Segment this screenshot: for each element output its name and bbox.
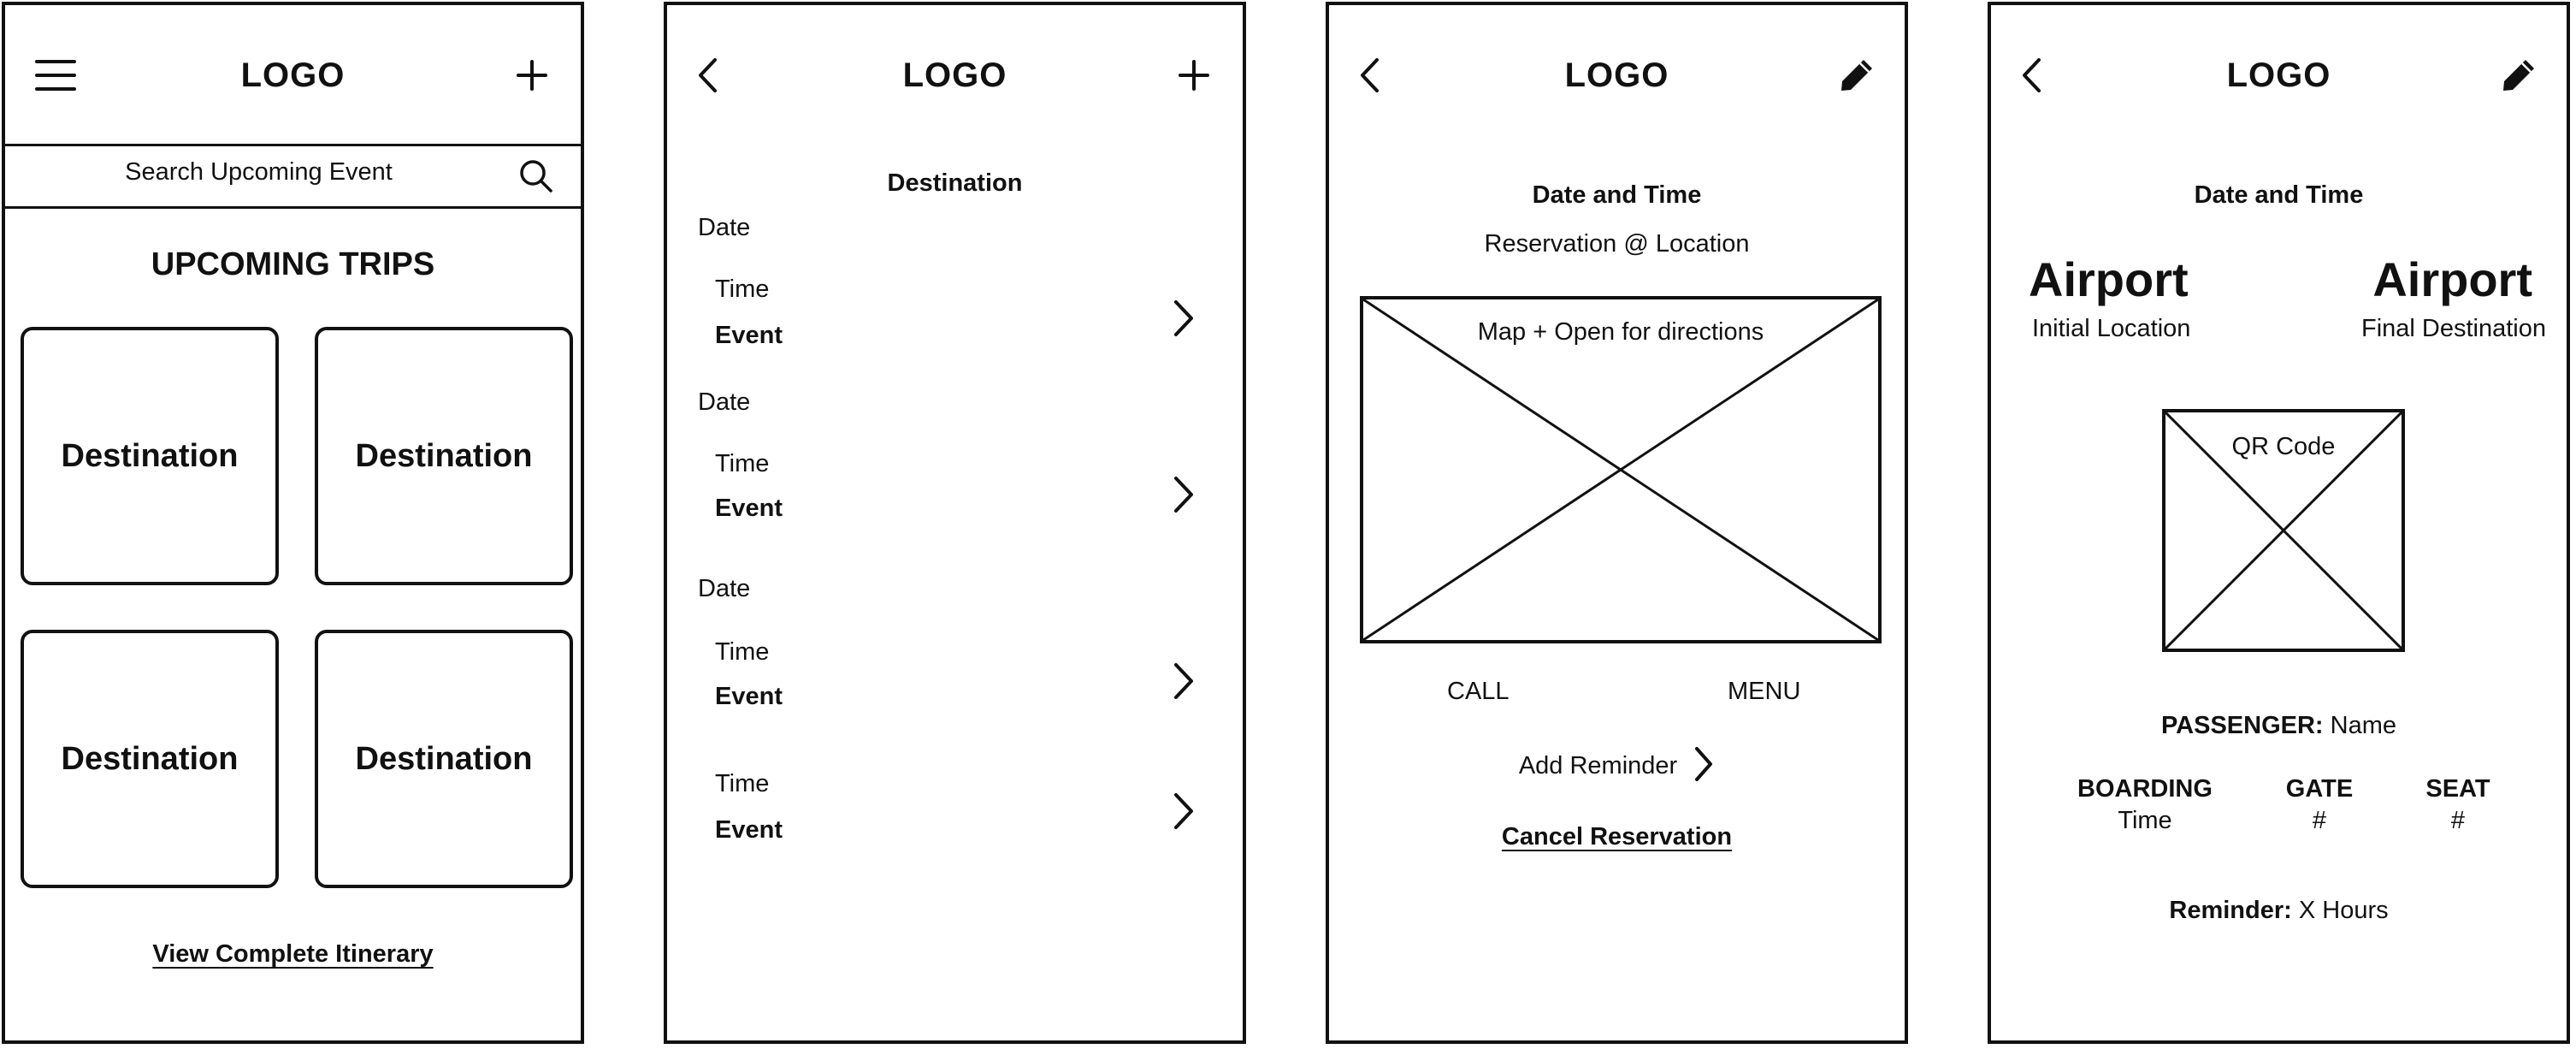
search-icon[interactable] [518, 158, 554, 199]
passenger-row: PASSENGER: Name [1991, 712, 2567, 740]
passenger-name: Name [2330, 712, 2397, 739]
chevron-right-icon[interactable] [1172, 792, 1196, 834]
app-logo: LOGO [1564, 56, 1669, 94]
boarding-time: Time [2118, 807, 2172, 834]
boarding-info: BOARDING Time [2059, 775, 2230, 835]
gate-info: GATE # [2268, 775, 2371, 835]
event-time: Time [715, 638, 770, 666]
qr-code-placeholder: QR Code [2162, 409, 2405, 652]
reminder-label: Reminder: [2169, 897, 2292, 924]
plus-icon[interactable] [1177, 53, 1211, 98]
search-bar[interactable]: Search Upcoming Event [5, 144, 581, 209]
section-title: UPCOMING TRIPS [151, 246, 435, 282]
view-itinerary-link[interactable]: View Complete Itinerary [152, 940, 434, 968]
home-screen: LOGO Search Upcoming Event UPCOMING TRIP… [2, 2, 584, 1044]
gate-label: GATE [2285, 775, 2354, 803]
boarding-pass-screen: LOGO Date and Time Airport Initial Locat… [1988, 2, 2570, 1044]
chevron-right-icon [1693, 746, 1715, 786]
map-label: Map + Open for directions [1472, 318, 1770, 346]
date-label: Date [698, 388, 751, 416]
app-logo: LOGO [902, 56, 1007, 94]
reservation-location: Reservation @ Location [1484, 230, 1750, 258]
map-placeholder[interactable]: Map + Open for directions [1360, 296, 1882, 643]
event-row[interactable]: Time Event [684, 765, 1226, 859]
app-logo: LOGO [240, 56, 346, 94]
event-row[interactable]: Time Event [684, 445, 1226, 539]
event-time: Time [715, 450, 770, 477]
date-label: Date [698, 214, 751, 241]
destination-airport: Airport [2372, 252, 2532, 306]
call-button[interactable]: CALL [1447, 678, 1510, 705]
destination-title: Destination [887, 169, 1023, 197]
origin-airport: Airport [2029, 252, 2189, 306]
boarding-label: BOARDING [2077, 775, 2213, 803]
reminder-row: Reminder: X Hours [1991, 897, 2567, 925]
seat-info: SEAT # [2407, 775, 2509, 835]
origin-label: Initial Location [2032, 315, 2191, 342]
reminder-value: X Hours [2298, 897, 2389, 924]
destination-card[interactable]: Destination [315, 630, 573, 888]
destination-card[interactable]: Destination [21, 630, 279, 888]
event-time: Time [715, 276, 770, 303]
qr-code-label: QR Code [2226, 433, 2341, 460]
menu-icon[interactable] [31, 53, 80, 98]
event-time: Time [715, 770, 770, 797]
plus-icon[interactable] [515, 53, 549, 98]
date-label: Date [698, 575, 751, 602]
cancel-reservation-link[interactable]: Cancel Reservation [1501, 823, 1733, 850]
event-name: Event [715, 322, 783, 349]
back-icon[interactable] [2017, 53, 2046, 98]
chevron-right-icon[interactable] [1172, 299, 1196, 341]
pencil-icon[interactable] [1837, 53, 1876, 98]
search-input[interactable]: Search Upcoming Event [125, 158, 393, 186]
destination-card[interactable]: Destination [315, 327, 573, 585]
back-icon[interactable] [1355, 53, 1384, 98]
date-time-label: Date and Time [2194, 181, 2364, 209]
destination-card[interactable]: Destination [21, 327, 279, 585]
seat-label: SEAT [2425, 775, 2490, 803]
add-reminder-button[interactable]: Add Reminder [1329, 746, 1905, 786]
date-time-label: Date and Time [1532, 181, 1702, 209]
passenger-label: PASSENGER: [2160, 712, 2324, 739]
itinerary-screen: LOGO Destination Date Time Event Date Ti… [664, 2, 1246, 1044]
event-name: Event [715, 816, 783, 844]
menu-button[interactable]: MENU [1728, 678, 1801, 705]
gate-value: # [2312, 807, 2327, 834]
add-reminder-label: Add Reminder [1518, 752, 1678, 779]
reservation-screen: LOGO Date and Time Reservation @ Locatio… [1326, 2, 1908, 1044]
destination-label: Final Destination [2361, 315, 2546, 342]
app-logo: LOGO [2226, 56, 2331, 94]
event-row[interactable]: Time Event [684, 633, 1226, 727]
chevron-right-icon[interactable] [1172, 662, 1196, 704]
back-icon[interactable] [693, 53, 722, 98]
seat-value: # [2450, 807, 2466, 834]
event-name: Event [715, 495, 783, 522]
event-name: Event [715, 683, 783, 710]
pencil-icon[interactable] [2499, 53, 2538, 98]
chevron-right-icon[interactable] [1172, 476, 1196, 518]
event-row[interactable]: Time Event [684, 270, 1226, 364]
